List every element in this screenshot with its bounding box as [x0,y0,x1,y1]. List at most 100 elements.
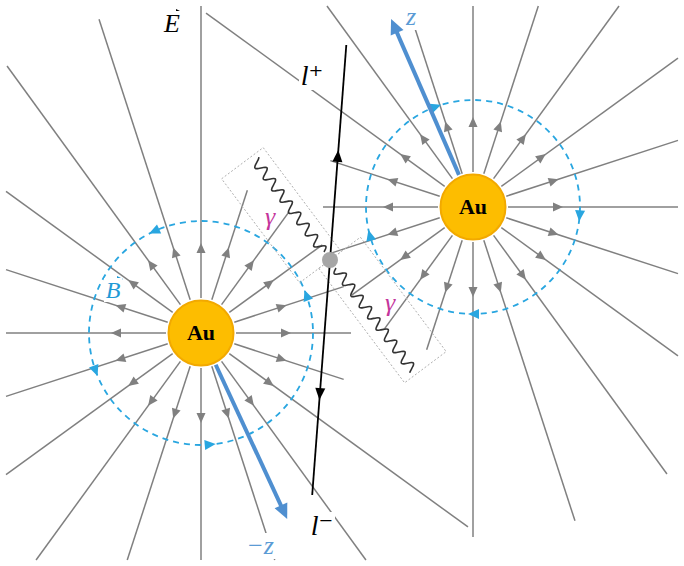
field-arrowhead [221,247,230,258]
field-arrowhead [444,282,453,293]
field-arrowhead [400,154,411,164]
field-arrowhead [221,408,230,419]
lepton-pair [312,45,346,495]
loop-arrowhead [366,230,376,242]
field-line [472,6,474,172]
field-arrowhead [128,280,139,290]
field-line [472,242,474,537]
field-arrowhead [535,250,546,260]
field-arrowhead [400,250,411,260]
field-line [6,332,166,334]
lepton-arrowhead [332,150,342,162]
field-line [506,218,678,274]
field-arrowhead [276,304,287,313]
beam-arrowhead [275,502,288,519]
axis-label: z [404,4,418,30]
field-line [494,235,667,474]
magnetic-field-loops [89,100,585,450]
field-line [501,228,678,356]
field-arrowhead [535,154,546,164]
field-arrowhead [148,260,158,271]
field-arrowhead [244,395,254,406]
field-line [327,6,452,179]
field-arrowhead [548,178,559,187]
field-line [6,270,168,323]
field-line [330,161,439,197]
field-label: B [104,278,123,302]
beam-axis [396,30,459,175]
lepton-line [312,45,346,495]
photon-frame [222,148,342,283]
nucleus-circle: Au [439,173,507,241]
photon-label: γ [383,290,397,316]
loop-arrowhead [575,210,585,221]
vertex-dot [322,252,338,268]
nucleus-disc [169,301,234,366]
field-arrowhead [387,227,398,236]
field-line [200,368,202,560]
loop-arrowhead [468,309,479,319]
field-arrowhead [469,117,478,127]
photon-label: γ [263,204,277,230]
field-line [234,344,343,380]
field-line [484,6,538,174]
field-arrowhead [148,395,158,406]
lepton-label: l⁻ [309,512,336,540]
beam-axis [216,365,282,508]
vector-arrows [105,9,182,282]
field-arrowhead [553,203,563,212]
field-line [508,206,678,208]
field-line [427,240,463,349]
field-line [323,206,438,208]
field-arrowhead [387,178,398,187]
field-line [408,6,462,174]
loop-arrowhead [204,440,215,450]
photon-frame [319,237,446,383]
field-line [6,191,173,312]
field-line [501,58,678,186]
field-line [99,19,190,300]
field-arrowhead [548,227,559,236]
field-arrowhead [383,203,393,212]
field-arrowhead [244,260,254,271]
field-line [222,212,290,305]
photons [222,148,447,383]
field-arrowhead [469,287,478,297]
lepton-arrowhead [315,388,325,400]
field-line [330,218,439,254]
field-arrowhead [111,329,121,338]
field-line [6,344,168,397]
field-arrowhead [115,353,126,362]
field-line [494,6,619,179]
photon-wave [255,157,326,252]
nucleus-label: Au [459,196,487,218]
field-line [236,332,351,334]
field-arrowhead [516,269,526,280]
field-arrowhead [281,329,291,338]
field-line [200,6,202,298]
beam-arrowhead [391,19,404,35]
field-arrowhead [115,304,126,313]
field-label: E [162,11,182,37]
nucleus-circle: Au [167,299,235,367]
field-line [484,240,575,521]
field-line [506,140,678,196]
field-arrowhead [420,269,430,280]
loop-arrowhead [89,364,98,376]
field-arrowhead [276,353,287,362]
loop-arrowhead [149,224,161,233]
field-line [229,354,468,527]
field-line [7,66,180,305]
field-arrowhead [172,408,181,419]
field-line [6,354,173,475]
field-arrowhead [197,243,206,253]
loop-arrowhead [304,290,313,302]
field-line [352,228,445,296]
magnetic-field-loop [89,221,313,445]
electric-field-lines [6,6,678,560]
beam-axes [216,19,459,519]
